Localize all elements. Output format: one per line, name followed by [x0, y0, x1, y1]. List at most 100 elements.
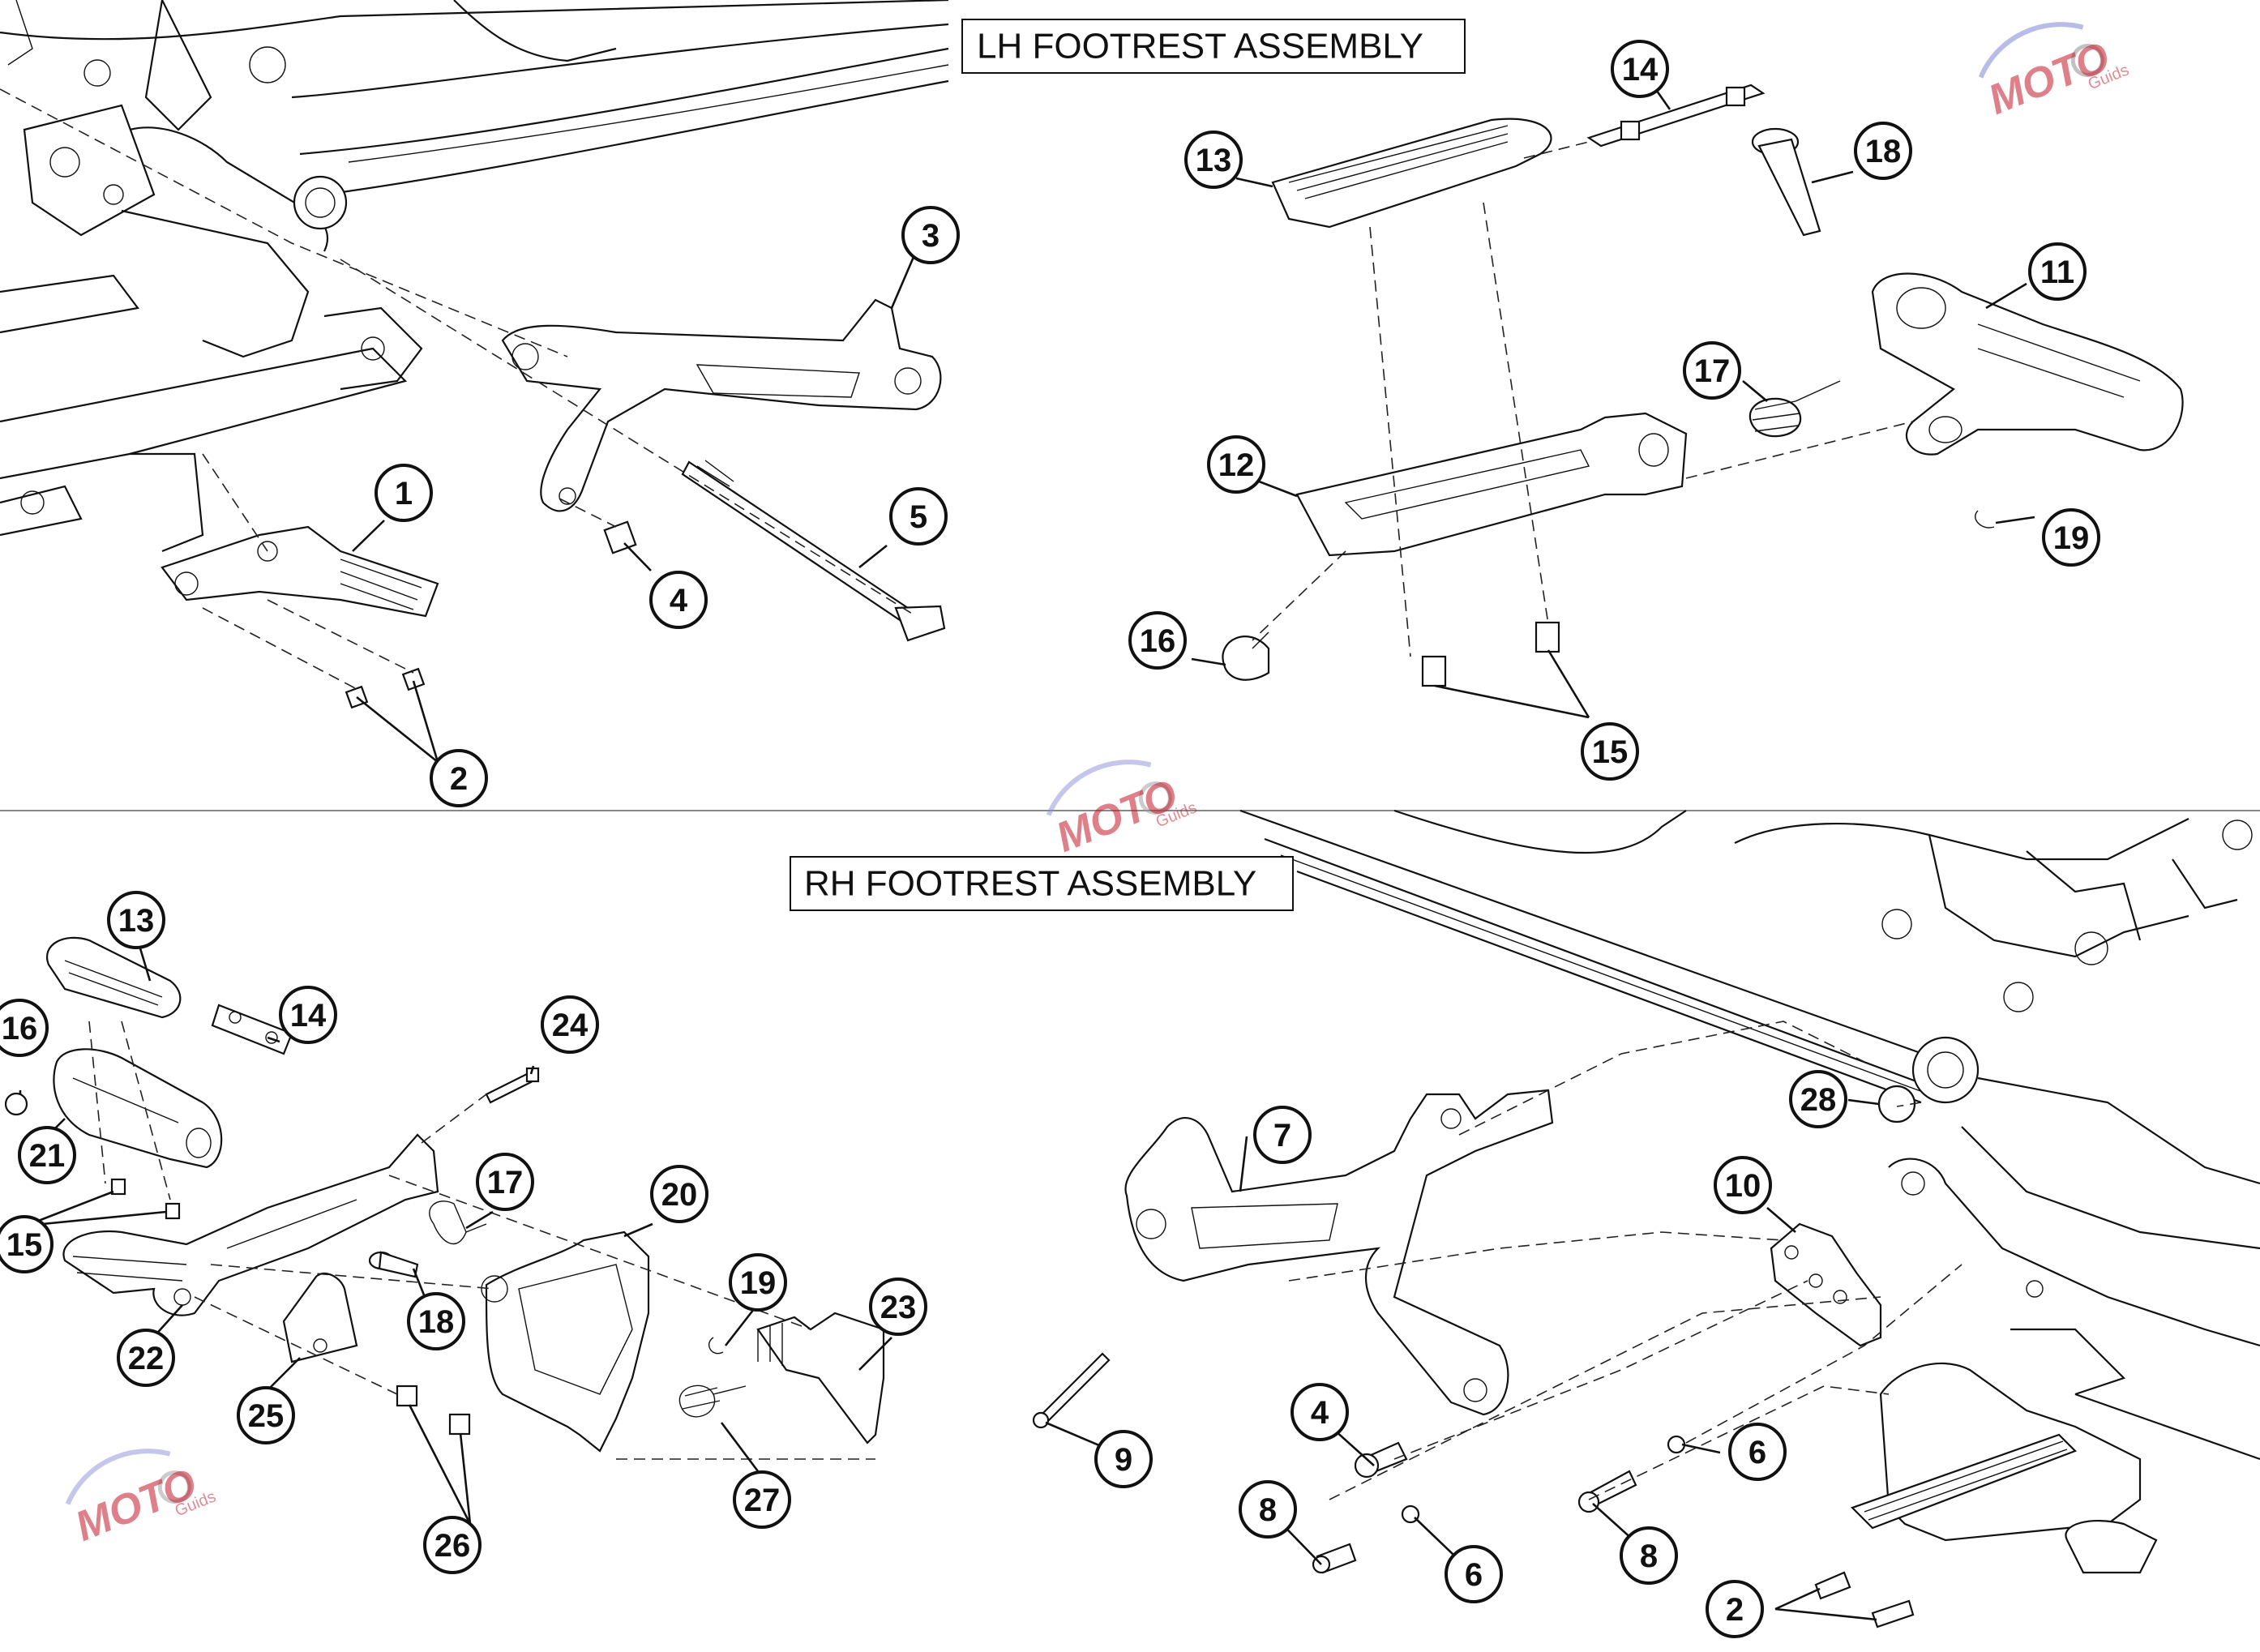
lh-plate-part-14	[1586, 83, 1766, 148]
callout-13: 13	[1184, 131, 1243, 189]
callout-26: 26	[423, 1516, 482, 1574]
callout-1: 1	[375, 464, 433, 522]
rh-pad-part-13	[46, 936, 182, 1019]
callout-27: 27	[733, 1470, 791, 1529]
lh-exploded-lines	[1252, 141, 1914, 657]
callout-9: 9	[1094, 1430, 1153, 1488]
callout-21: 21	[18, 1126, 76, 1184]
svg-text:10: 10	[1725, 1168, 1761, 1204]
svg-text:21: 21	[29, 1138, 66, 1174]
svg-text:4: 4	[1311, 1395, 1329, 1431]
svg-text:26: 26	[434, 1528, 471, 1564]
callout-23: 23	[869, 1278, 927, 1336]
callout-5: 5	[889, 487, 948, 546]
lh-pad-part-13	[1271, 118, 1552, 229]
svg-text:5: 5	[910, 499, 927, 535]
callout-4: 4	[1291, 1383, 1349, 1441]
svg-text:18: 18	[418, 1304, 455, 1340]
rh-footpeg-part-21	[53, 1048, 223, 1169]
callout-19: 19	[2042, 508, 2100, 567]
rh-footpeg-assembly	[1850, 1362, 2158, 1574]
svg-text:19: 19	[2053, 520, 2090, 556]
svg-text:15: 15	[1592, 734, 1629, 770]
callout-4: 4	[649, 571, 708, 629]
watermark-bottom-left: MOTO Guids	[65, 1449, 218, 1551]
svg-text:1: 1	[395, 476, 413, 511]
callout-17: 17	[1683, 341, 1741, 400]
leader-lines	[19, 68, 2035, 1621]
lh-footpeg-part-1	[161, 525, 439, 618]
lh-title-box: LH FOOTREST ASSEMBLY	[961, 19, 1466, 74]
callout-8: 8	[1620, 1526, 1678, 1585]
rh-hinge-part-10	[1770, 1222, 1882, 1347]
callout-2: 2	[1706, 1580, 1764, 1638]
callout-12: 12	[1207, 435, 1265, 494]
callout-22: 22	[117, 1329, 175, 1387]
svg-text:16: 16	[1140, 623, 1176, 659]
svg-text:19: 19	[740, 1265, 777, 1301]
rh-clip-part-19	[708, 1337, 724, 1355]
svg-text:14: 14	[290, 998, 327, 1034]
svg-text:20: 20	[661, 1177, 698, 1213]
rh-callouts: 13 14 16 24 21 15 17 20 19 22 18 23 25 2…	[0, 891, 1847, 1638]
lh-bolts-part-15	[1421, 621, 1560, 687]
svg-text:13: 13	[1196, 143, 1232, 178]
rh-spring-part-27	[678, 1385, 747, 1418]
lh-clip-part-19	[1975, 510, 1995, 529]
svg-text:27: 27	[744, 1483, 781, 1518]
callout-20: 20	[650, 1165, 708, 1223]
lh-small-bolts	[345, 520, 637, 709]
callout-11: 11	[2028, 242, 2087, 301]
svg-text:24: 24	[552, 1008, 589, 1043]
callout-15: 15	[0, 1215, 54, 1273]
rh-bracket-part-20	[481, 1230, 650, 1453]
callout-19: 19	[729, 1253, 787, 1312]
svg-text:7: 7	[1273, 1118, 1291, 1153]
svg-text:22: 22	[128, 1341, 165, 1376]
svg-text:28: 28	[1800, 1082, 1837, 1118]
watermark-center: MOTO Guids	[1046, 760, 1199, 862]
callout-25: 25	[237, 1386, 295, 1444]
callout-3: 3	[901, 206, 960, 264]
lh-assembly-lines	[0, 88, 917, 690]
callout-13: 13	[107, 891, 165, 949]
svg-text:6: 6	[1749, 1435, 1766, 1470]
lh-pivot-bolt-part-5	[681, 460, 946, 642]
callout-18: 18	[1854, 122, 1912, 180]
rh-frame-drawing	[1239, 809, 2260, 1461]
rh-bolts-part-15	[110, 1178, 181, 1220]
svg-text:11: 11	[2040, 255, 2074, 290]
svg-text:12: 12	[1218, 447, 1255, 483]
svg-text:8: 8	[1640, 1539, 1658, 1574]
svg-text:15: 15	[6, 1227, 43, 1263]
callout-6: 6	[1728, 1423, 1787, 1481]
svg-text:17: 17	[487, 1165, 524, 1200]
callout-15: 15	[1581, 722, 1639, 781]
svg-text:14: 14	[1622, 52, 1659, 88]
callout-24: 24	[541, 995, 599, 1054]
svg-text:9: 9	[1115, 1442, 1132, 1478]
callout-6: 6	[1445, 1545, 1503, 1603]
callout-16: 16	[1128, 611, 1187, 670]
rh-title-box: RH FOOTREST ASSEMBLY	[790, 856, 1294, 911]
lh-callouts: 1 2 3 4 5 13 14 18 11 17 12 19 16 15	[375, 40, 2100, 807]
rh-bracket-part-7	[1124, 1089, 1554, 1416]
lh-frame-drawing	[0, 0, 949, 553]
callout-14: 14	[1611, 40, 1669, 98]
callout-14: 14	[279, 986, 337, 1044]
rh-gusset-part-25	[282, 1272, 358, 1363]
callout-7: 7	[1253, 1106, 1312, 1164]
rh-exploded-lines	[88, 1021, 875, 1460]
lh-bracket-part-11	[1871, 272, 2184, 456]
callout-17: 17	[476, 1153, 534, 1211]
lh-pin-part-18	[1751, 127, 1821, 237]
callout-18: 18	[407, 1292, 465, 1350]
callout-2: 2	[430, 749, 488, 807]
rh-assembly-lines	[1288, 1021, 1963, 1500]
svg-text:16: 16	[2, 1011, 38, 1046]
callout-8: 8	[1239, 1480, 1297, 1539]
callout-10: 10	[1714, 1156, 1772, 1214]
lh-nut-part-16	[1222, 631, 1270, 681]
